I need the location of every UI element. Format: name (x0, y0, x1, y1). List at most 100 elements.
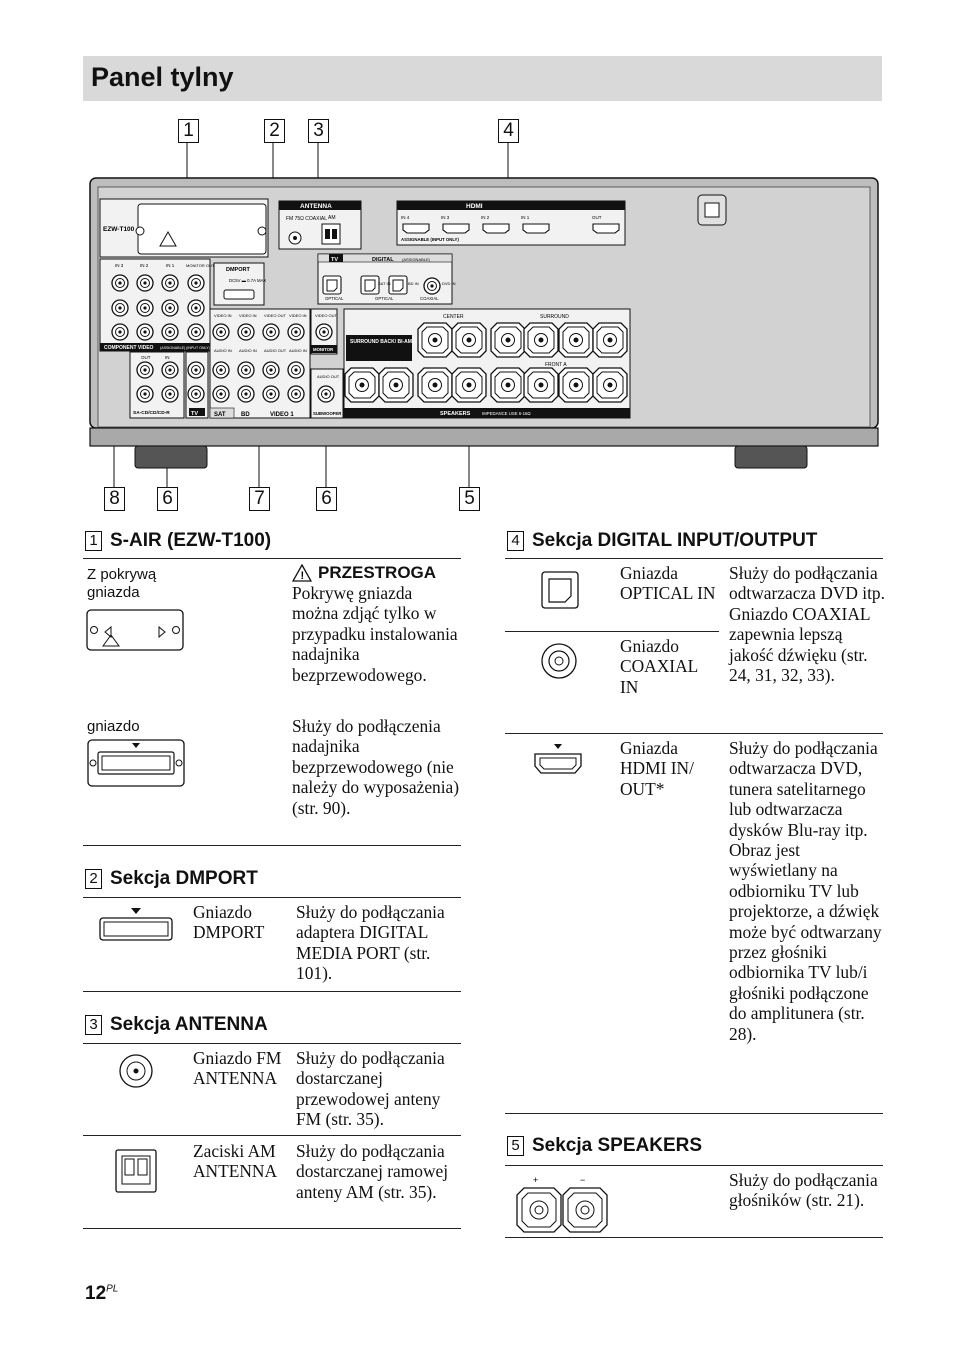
cover-label: Z pokrywą gniazda (87, 566, 157, 601)
video1-label: VIDEO 1 (270, 412, 294, 418)
section4-number: 4 (507, 531, 524, 551)
warning-icon: ! (292, 564, 312, 582)
divider (505, 558, 883, 559)
callout-7: 7 (249, 487, 270, 511)
impedance-label: IMPEDANCE USE 6-16Ω (482, 411, 531, 416)
callout-6b: 6 (316, 487, 337, 511)
digital-text: Służy do podłączania odtwarzacza DVD itp… (729, 563, 885, 686)
hdmi-jack-icon (534, 744, 582, 774)
dvd-in-label: DVD IN (442, 281, 456, 286)
optical-jack-icon (541, 571, 579, 609)
v1-audio-in-label: AUDIO IN (289, 348, 307, 353)
hdmi-out-label: OUT (592, 215, 602, 220)
divider (83, 1228, 461, 1229)
divider (83, 1043, 461, 1044)
callout-4: 4 (498, 119, 519, 143)
rear-panel-diagram: EZW-T100 ANTENNA FM 75Ω COAXIAL AM HDMI … (89, 143, 879, 487)
digital-label: DIGITAL (372, 257, 394, 263)
divider (83, 558, 461, 559)
callout-6a: 6 (157, 487, 178, 511)
surround-label: SURROUND (540, 314, 569, 320)
speakers-label: SPEAKERS (440, 411, 471, 417)
page-title: Panel tylny (91, 62, 234, 92)
divider (83, 845, 461, 846)
divider (83, 1135, 461, 1136)
section1-heading: 1 S-AIR (EZW-T100) (85, 530, 271, 552)
v1-video-out-label: VIDEO OUT (264, 313, 287, 318)
callout-2: 2 (264, 119, 285, 143)
monitor-label: MONITOR (313, 347, 334, 352)
dmport-panel-label: DMPORT (226, 267, 250, 273)
sat-video-in-label: VIDEO IN (214, 313, 232, 318)
coaxial-jack-icon (541, 643, 577, 679)
sat-in-label: SAT IN (378, 281, 391, 286)
sat-label: SAT (214, 412, 226, 418)
am-terminal-icon (115, 1149, 157, 1193)
section2-heading: 2 Sekcja DMPORT (85, 868, 258, 890)
sub-audio-out-label: AUDIO OUT (317, 374, 340, 379)
am-label: AM (328, 215, 336, 221)
divider (505, 631, 719, 632)
fm-name: Gniazdo FM ANTENNA (193, 1048, 282, 1089)
fm-jack-icon (119, 1054, 153, 1088)
socket-icon (87, 739, 185, 787)
hdmi-text: Służy do podłączania odtwarzacza DVD, tu… (729, 738, 882, 1044)
sacd-label: SA-CD/CD/CD-R (133, 410, 170, 416)
section4-title: Sekcja DIGITAL INPUT/OUTPUT (532, 530, 818, 551)
digital-tv-label: TV (331, 257, 338, 263)
svg-text:+: + (533, 1175, 538, 1185)
section5-heading: 5 Sekcja SPEAKERS (507, 1135, 702, 1157)
am-text: Służy do podłączania dostarczanej ramowe… (296, 1141, 449, 1202)
svg-text:−: − (580, 1175, 585, 1185)
caution-heading: ! PRZESTROGA (292, 563, 436, 583)
hdmi-in4-label: IN 4 (401, 215, 410, 220)
coaxial-name: Gniazdo COAXIAL IN (620, 636, 698, 697)
speaker-terminals-icon: + − (516, 1175, 608, 1233)
section3-number: 3 (85, 1015, 102, 1035)
component-video-label: COMPONENT VIDEO (104, 345, 154, 351)
title-bar: Panel tylny (83, 56, 882, 101)
center-label: CENTER (443, 314, 464, 320)
callout-1: 1 (178, 119, 199, 143)
fm-label: FM 75Ω COAXIAL (286, 216, 327, 222)
section5-title: Sekcja SPEAKERS (532, 1135, 703, 1156)
bd-video-in-label: VIDEO IN (239, 313, 257, 318)
divider (505, 1165, 883, 1166)
am-name: Zaciski AM ANTENNA (193, 1141, 278, 1182)
page-number-value: 12 (85, 1283, 107, 1304)
hdmi-assignable-label: ASSIGNABLE (INPUT ONLY) (401, 237, 459, 242)
callout-3: 3 (308, 119, 329, 143)
v1-audio-out-label: AUDIO OUT (264, 348, 287, 353)
component-assignable-label: (ASSIGNABLE) (INPUT ONLY) (160, 346, 210, 350)
divider (505, 1113, 883, 1114)
section4-heading: 4 Sekcja DIGITAL INPUT/OUTPUT (507, 530, 817, 552)
optical-name: Gniazda OPTICAL IN (620, 563, 716, 604)
caution-title: PRZESTROGA (318, 563, 437, 582)
hdmi-in3-label: IN 3 (441, 215, 450, 220)
comp-in2-label: IN 2 (140, 263, 149, 268)
bd-label: BD (241, 412, 250, 418)
section2-number: 2 (85, 869, 102, 889)
section2-title: Sekcja DMPORT (110, 868, 258, 889)
sacd-out-label: OUT (141, 355, 151, 360)
page-suffix: PL (106, 1283, 119, 1295)
section3-title: Sekcja ANTENNA (110, 1014, 268, 1035)
hdmi-in1-label: IN 1 (521, 215, 530, 220)
ezw-label: EZW-T100 (103, 226, 135, 233)
section5-number: 5 (507, 1136, 524, 1156)
front-a-label: FRONT A (545, 362, 567, 368)
dmport-icon (99, 908, 173, 941)
slot-cover-icon (86, 609, 184, 651)
comp-in3-label: IN 3 (115, 263, 124, 268)
sat-audio-in-label: AUDIO IN (214, 348, 232, 353)
socket-text: Służy do podłączenia nadajnika bezprzewo… (292, 716, 460, 818)
divider (505, 1237, 883, 1238)
divider (83, 897, 461, 898)
svg-text:!: ! (301, 570, 305, 582)
monitor-video-out-label: VIDEO OUT (315, 313, 338, 318)
sacd-in-label: IN (165, 355, 170, 360)
bd-audio-in-label: AUDIO IN (239, 348, 257, 353)
callout-5: 5 (459, 487, 480, 511)
hdmi-label: HDMI (466, 203, 483, 210)
fm-text: Służy do podłączania dostarczanej przewo… (296, 1048, 445, 1130)
